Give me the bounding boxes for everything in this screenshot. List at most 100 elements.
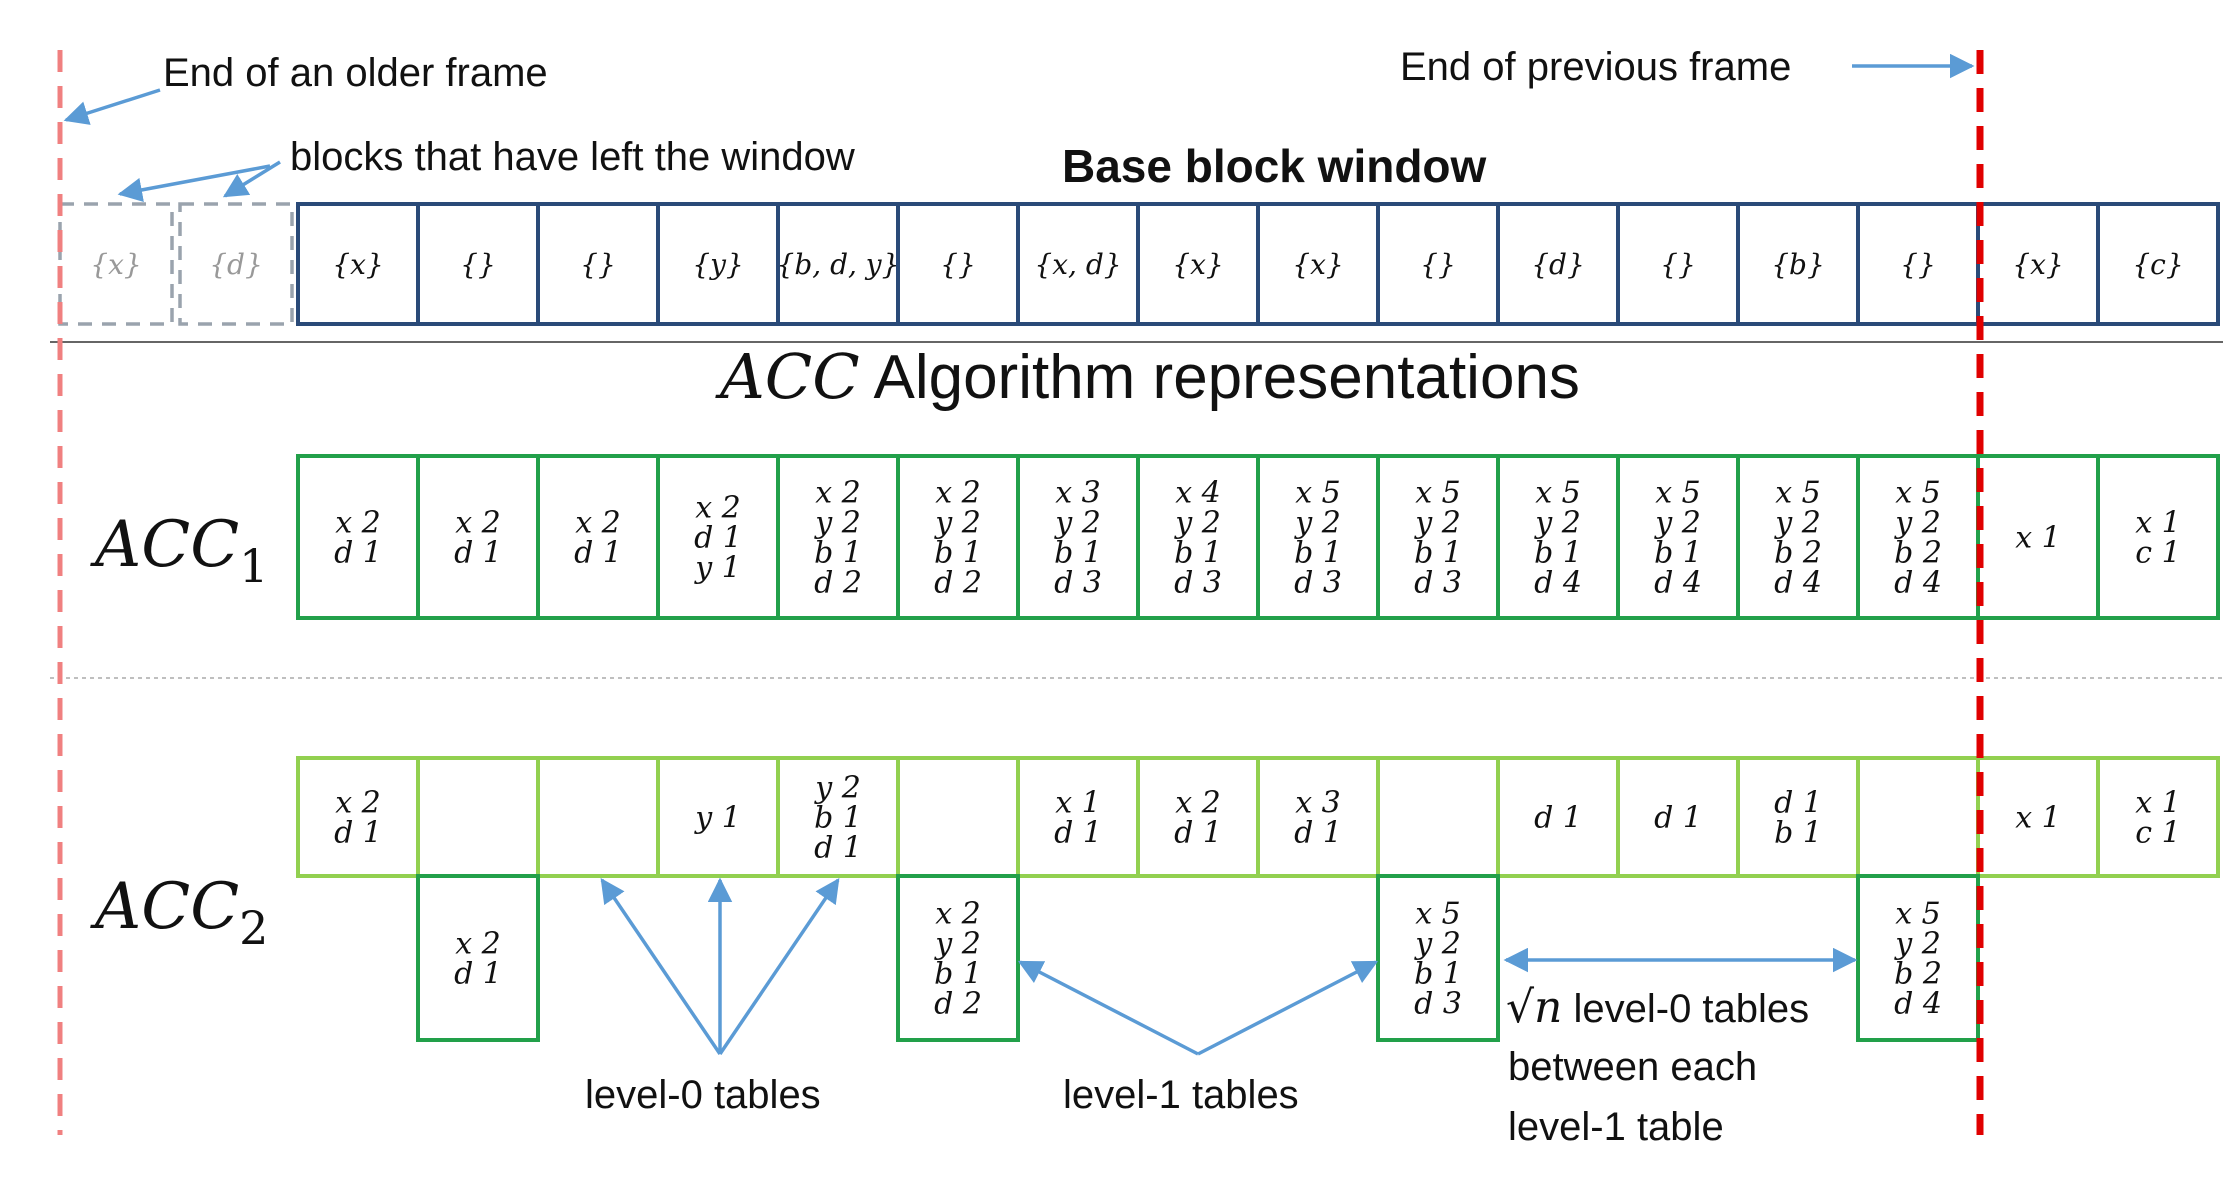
base-block-label: {x} [1292, 248, 1343, 281]
acc1-table-12-row-1: y 2 [1773, 506, 1821, 541]
acc1-table-7-row-2: b 1 [1174, 536, 1222, 571]
acc1-table [2096, 454, 2220, 620]
acc2-level1-3-row-1: y 2 [1893, 927, 1941, 962]
acc2-level0-table [1256, 756, 1380, 878]
acc2-level0-4-row-0: y 2 [813, 771, 861, 806]
acc2-label-sub: 2 [239, 901, 268, 955]
base-block [1136, 202, 1260, 326]
acc2-level0-3-row-0: y 1 [693, 801, 741, 836]
base-block-label: {y} [692, 248, 743, 281]
sqrt-line1-text: level-0 tables [1562, 987, 1809, 1031]
base-block [1016, 202, 1140, 326]
acc1-table-13-row-2: b 2 [1894, 536, 1942, 571]
base-block [1976, 202, 2100, 326]
acc1-table-4-row-1: y 2 [813, 506, 861, 541]
acc1-table-11-row-3: d 4 [1654, 566, 1702, 601]
level0-arrow-3 [718, 877, 840, 1055]
acc1-table-10-row-3: d 4 [1534, 566, 1582, 601]
acc1-table-5-row-3: d 2 [934, 566, 982, 601]
acc2-level0-10-row-0: d 1 [1534, 801, 1582, 836]
acc1-table-12-row-2: b 2 [1774, 536, 1822, 571]
acc1-table [296, 454, 420, 620]
acc2-level1-2-row-3: d 3 [1414, 987, 1462, 1022]
acc1-table-3-row-2: y 1 [693, 551, 741, 586]
acc2-level1-3-row-2: b 2 [1894, 957, 1942, 992]
acc1-table-0-row-1: d 1 [334, 536, 382, 571]
level0-arrow-1 [600, 877, 722, 1055]
acc1-tables: x 2d 1x 2d 1x 2d 1x 2d 1y 1x 2y 2b 1d 2x… [296, 454, 2220, 620]
base-block-label: {x, d} [1034, 248, 1121, 281]
base-block [416, 202, 540, 326]
acc1-table-6-row-2: b 1 [1054, 536, 1102, 571]
acc2-level0-table [896, 756, 1020, 878]
acc2-level1-table [896, 874, 1020, 1042]
acc1-table [1136, 454, 1260, 620]
acc1-table [1496, 454, 1620, 620]
level1-arrow-1 [1017, 960, 1199, 1056]
acc1-table [1616, 454, 1740, 620]
base-block-label: {} [580, 248, 616, 281]
acc1-table-6-row-0: x 3 [1055, 476, 1101, 511]
level1-arrow-2 [1197, 960, 1379, 1056]
base-block-label: {} [1900, 248, 1936, 281]
level1-label: level-1 tables [1063, 1073, 1299, 1117]
acc2-level1-tables: x 2d 1x 2y 2b 1d 2x 5y 2b 1d 3x 5y 2b 2d… [416, 874, 1980, 1042]
acc1-table-12-row-0: x 5 [1775, 476, 1821, 511]
base-block-label: {} [1420, 248, 1456, 281]
base-block [1256, 202, 1380, 326]
acc1-label-sub: 1 [239, 539, 268, 593]
acc1-table-9-row-3: d 3 [1414, 566, 1462, 601]
base-block-label: {b} [1771, 248, 1825, 281]
base-block-label: {x} [2012, 248, 2063, 281]
acc2-level0-table [1736, 756, 1860, 878]
acc2-level0-8-row-0: x 3 [1295, 786, 1341, 821]
acc2-level0-table [1136, 756, 1260, 878]
sqrt-line2: between each [1508, 1045, 1757, 1089]
acc1-table-5-row-2: b 1 [934, 536, 982, 571]
acc1-table [416, 454, 540, 620]
acc2-level0-table [1856, 756, 1980, 878]
acc1-table-7-row-0: x 4 [1175, 476, 1221, 511]
left-window-arrow-2 [222, 160, 281, 198]
acc1-table-6-row-1: y 2 [1053, 506, 1101, 541]
annotation-arrows [63, 53, 1975, 1056]
acc2-level1-table [416, 874, 540, 1042]
left-block-label: {d} [209, 248, 263, 281]
acc1-table-14-row-0: x 1 [2015, 521, 2061, 556]
acc1-table-9-row-2: b 1 [1414, 536, 1462, 571]
acc2-level0-0-row-1: d 1 [334, 816, 382, 851]
acc2-level1-3-row-0: x 5 [1895, 897, 1941, 932]
acc2-level0-table [416, 756, 540, 878]
acc1-table-15-row-0: x 1 [2135, 506, 2181, 541]
acc2-label-main: ACC [90, 870, 239, 944]
acc2-level0-6-row-1: d 1 [1054, 816, 1102, 851]
acc2-level0-11-row-0: d 1 [1654, 801, 1702, 836]
base-block [1736, 202, 1860, 326]
acc2-level0-table [1616, 756, 1740, 878]
acc1-table-13-row-1: y 2 [1893, 506, 1941, 541]
acc1-table-15-row-1: c 1 [2135, 536, 2180, 571]
acc2-level0-15-row-1: c 1 [2135, 816, 2180, 851]
acc2-level0-15-row-0: x 1 [2135, 786, 2181, 821]
acc2-level0-table [536, 756, 660, 878]
base-block [2096, 202, 2220, 326]
acc1-label: ACC1 [90, 508, 268, 593]
acc2-level0-7-row-0: x 2 [1175, 786, 1221, 821]
acc1-table-8-row-1: y 2 [1293, 506, 1341, 541]
acc1-table [656, 454, 780, 620]
acc1-table-8-row-3: d 3 [1294, 566, 1342, 601]
base-block [1856, 202, 1980, 326]
base-block-label: {} [940, 248, 976, 281]
acc1-table-10-row-2: b 1 [1534, 536, 1582, 571]
acc2-level1-1-row-3: d 2 [934, 987, 982, 1022]
base-block-label: {} [1660, 248, 1696, 281]
acc1-table [536, 454, 660, 620]
acc1-table-2-row-1: d 1 [574, 536, 622, 571]
base-block-label: {b, d, y} [777, 248, 900, 281]
base-block [1376, 202, 1500, 326]
acc1-table-8-row-0: x 5 [1295, 476, 1341, 511]
acc-title-rest: Algorithm representations [860, 343, 1580, 412]
acc2-level0-12-row-1: b 1 [1774, 816, 1822, 851]
base-block-label: {x} [332, 248, 383, 281]
